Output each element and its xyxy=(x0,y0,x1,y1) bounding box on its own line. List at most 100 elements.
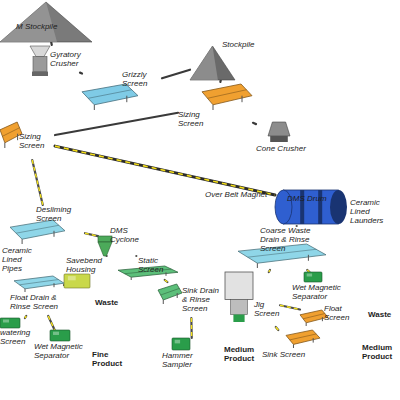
equipment-node: Static Screen xyxy=(118,256,180,280)
equipment-node: Sink Screen xyxy=(262,330,320,360)
equipment-node: Float Screen xyxy=(300,304,362,328)
conveyor-stroke xyxy=(85,233,98,236)
conveyor-stroke xyxy=(85,233,98,236)
conveyor-line xyxy=(276,327,279,330)
equipment-node: Gyratory Crusher xyxy=(30,42,80,82)
conveyor-stroke xyxy=(253,123,256,124)
equipment-label: Desliming Screen xyxy=(36,205,84,223)
equipment-node: Sink Drain & Rinse Screen xyxy=(158,282,224,318)
conveyor-line xyxy=(269,270,270,272)
equipment-label: Coarse Waste Drain & Rinse Screen xyxy=(260,226,326,253)
equipment-label: Sink Screen xyxy=(262,350,320,359)
part-label: Ceramic Lined Pipes xyxy=(2,246,42,273)
conveyor-stroke xyxy=(25,316,26,318)
equipment-label: DMS Cyclone xyxy=(110,226,143,244)
conveyor-line xyxy=(191,318,192,338)
equipment-node: DMS Drum xyxy=(275,180,347,226)
conveyor-line xyxy=(165,280,168,282)
equipment-icon xyxy=(202,84,252,110)
equipment-icon xyxy=(50,330,70,341)
equipment-label: Sizing Screen xyxy=(19,132,55,150)
equipment-label: Cone Crusher xyxy=(256,144,318,153)
conveyor-stroke xyxy=(162,70,190,79)
equipment-icon xyxy=(286,330,320,348)
conveyor-stroke xyxy=(191,318,193,338)
conveyor-stroke xyxy=(48,316,54,330)
equipment-node: Float Drain & Rinse Screen xyxy=(10,276,68,316)
conveyor-stroke xyxy=(280,305,300,309)
equipment-node: Wet Magnetic Separator xyxy=(292,272,360,302)
equipment-label: M Stockpile xyxy=(16,22,76,31)
equipment-node: Sizing Screen xyxy=(178,82,253,130)
conveyor-line xyxy=(48,316,54,330)
conveyor-stroke xyxy=(80,72,82,75)
equipment-icon xyxy=(268,122,290,142)
conveyor-line xyxy=(32,160,43,205)
equipment-node: M Stockpile xyxy=(0,0,95,45)
conveyor-stroke xyxy=(32,160,43,205)
conveyor-stroke xyxy=(50,42,53,45)
conveyor-stroke xyxy=(55,113,178,135)
equipment-label: Wet Magnetic Separator xyxy=(34,342,90,360)
conveyor-stroke xyxy=(269,270,270,272)
equipment-label: watering Screen xyxy=(0,328,32,346)
conveyor-line xyxy=(55,146,275,195)
equipment-icon xyxy=(304,272,322,282)
equipment-label: Float Drain & Rinse Screen xyxy=(10,293,68,311)
equipment-label: Float Screen xyxy=(324,304,362,322)
conveyor-line xyxy=(51,42,53,45)
conveyor-stroke xyxy=(276,327,279,330)
equipment-node: Desliming Screen xyxy=(10,205,85,245)
equipment-icon xyxy=(0,122,22,148)
product-label: Medium Product xyxy=(224,345,260,363)
equipment-node: Stockpile xyxy=(190,38,260,80)
product-label: Waste xyxy=(368,310,398,319)
conveyor-stroke xyxy=(165,280,168,282)
equipment-icon xyxy=(10,220,65,244)
equipment-label: Savebend Housing xyxy=(66,256,118,274)
conveyor-line xyxy=(80,72,82,74)
equipment-label: Gyratory Crusher xyxy=(50,50,80,68)
conveyor-line xyxy=(25,316,26,318)
equipment-node: Wet Magnetic Separator xyxy=(34,330,90,362)
product-label: Waste xyxy=(95,298,125,307)
equipment-label: Hammer Sampler xyxy=(162,351,222,369)
equipment-icon xyxy=(225,272,253,322)
equipment-label: Jig Screen xyxy=(254,300,280,318)
equipment-node: Hammer Sampler xyxy=(162,338,222,368)
conveyor-stroke xyxy=(165,280,168,282)
equipment-icon xyxy=(172,338,190,350)
equipment-icon xyxy=(0,318,20,328)
equipment-icon xyxy=(98,236,112,256)
conveyor-stroke xyxy=(32,160,43,205)
equipment-label: Stockpile xyxy=(222,40,260,49)
conveyor-line xyxy=(220,80,221,82)
equipment-node: watering Screen xyxy=(0,318,32,346)
part-label: Ceramic Lined Launders xyxy=(350,198,398,225)
equipment-icon xyxy=(64,274,90,288)
part-label: Over Belt Magnet xyxy=(205,190,275,199)
equipment-label: Wet Magnetic Separator xyxy=(292,283,360,301)
product-label: Fine Product xyxy=(92,350,132,368)
conveyor-stroke xyxy=(190,318,193,338)
equipment-icon xyxy=(30,46,50,76)
equipment-node: Sizing Screen xyxy=(0,120,55,160)
equipment-node: DMS Cyclone xyxy=(98,226,143,256)
conveyor-line xyxy=(55,113,178,135)
conveyor-stroke xyxy=(55,146,275,195)
conveyor-stroke xyxy=(276,327,279,330)
equipment-node: Cone Crusher xyxy=(256,122,318,154)
equipment-icon xyxy=(14,276,64,292)
equipment-label: Sizing Screen xyxy=(178,110,218,128)
conveyor-line xyxy=(85,233,98,236)
conveyor-line xyxy=(162,70,190,79)
conveyor-stroke xyxy=(219,80,222,82)
conveyor-stroke xyxy=(48,316,54,330)
equipment-node: Coarse Waste Drain & Rinse Screen xyxy=(238,226,328,270)
conveyor-stroke xyxy=(269,270,270,272)
equipment-node: Jig Screen xyxy=(225,272,280,327)
equipment-label: DMS Drum xyxy=(287,194,337,203)
product-label: Medium Product xyxy=(362,343,400,361)
equipment-label: Static Screen xyxy=(138,256,178,274)
